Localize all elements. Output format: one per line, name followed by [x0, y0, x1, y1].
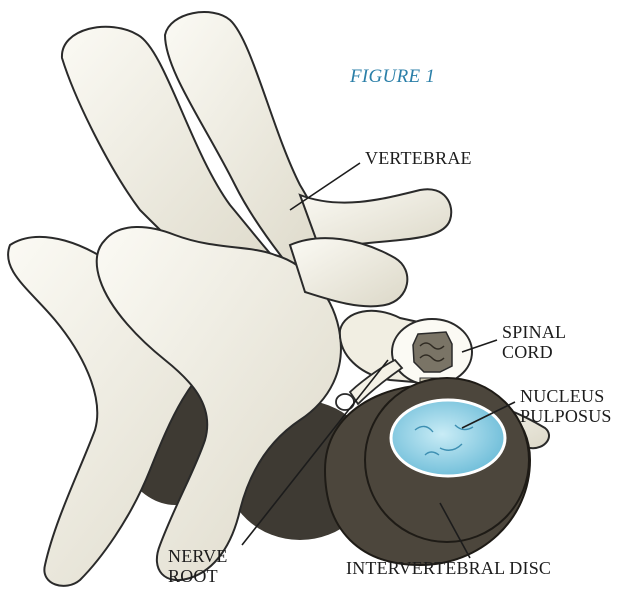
figure-title: FIGURE 1 — [350, 66, 435, 88]
label-vertebrae: VERTEBRAE — [365, 148, 472, 168]
label-spinal-cord-line-2: CORD — [502, 342, 566, 362]
label-nucleus-pulposus: NUCLEUS PULPOSUS — [520, 386, 612, 426]
label-nucleus-line-2: PULPOSUS — [520, 406, 612, 426]
label-nerve-root-line-2: ROOT — [168, 566, 228, 586]
intervertebral-disc — [325, 378, 530, 565]
nucleus-pulposus-shape — [391, 400, 505, 476]
label-nucleus-line-1: NUCLEUS — [520, 386, 612, 406]
label-nerve-root: NERVE ROOT — [168, 546, 228, 586]
label-spinal-cord: SPINAL CORD — [502, 322, 566, 362]
spinal-cord — [340, 311, 472, 386]
label-nerve-root-line-1: NERVE — [168, 546, 228, 566]
label-intervertebral-disc: INTERVERTEBRAL DISC — [346, 558, 551, 578]
label-spinal-cord-line-1: SPINAL — [502, 322, 566, 342]
label-vertebrae-text: VERTEBRAE — [365, 148, 472, 168]
label-intervertebral-disc-text: INTERVERTEBRAL DISC — [346, 558, 551, 578]
